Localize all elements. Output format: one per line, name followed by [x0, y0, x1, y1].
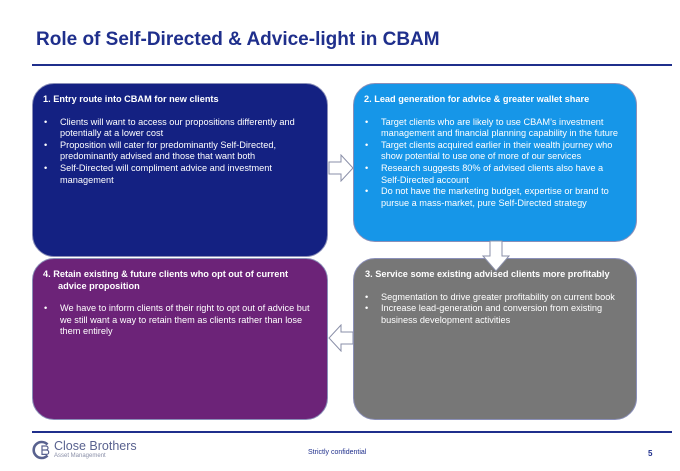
box-entry-route-list: Clients will want to access our proposit… — [43, 117, 313, 187]
arrow-right-icon — [328, 154, 354, 182]
confidentiality-label: Strictly confidential — [308, 449, 367, 456]
close-brothers-logo-icon — [32, 440, 50, 460]
list-item: Clients will want to access our proposit… — [43, 117, 313, 140]
footer-divider — [32, 431, 672, 433]
box-service-existing-list: Segmentation to drive greater profitabil… — [364, 292, 622, 327]
list-item: Self-Directed will compliment advice and… — [43, 163, 313, 186]
list-item: Increase lead-generation and conversion … — [364, 303, 622, 326]
box-lead-generation: 2. Lead generation for advice & greater … — [353, 83, 637, 242]
box-retain-clients-list: We have to inform clients of their right… — [43, 303, 313, 338]
box-retain-clients: 4. Retain existing & future clients who … — [32, 258, 328, 420]
arrow-left-icon — [328, 324, 354, 352]
title-divider — [32, 64, 672, 66]
list-item: Proposition will cater for predominantly… — [43, 140, 313, 163]
list-item: Target clients who are likely to use CBA… — [364, 117, 622, 140]
logo-name: Close Brothers — [54, 439, 137, 453]
page-number: 5 — [648, 449, 653, 458]
box-lead-generation-heading: 2. Lead generation for advice & greater … — [364, 94, 590, 104]
box-lead-generation-list: Target clients who are likely to use CBA… — [364, 117, 622, 210]
slide-title: Role of Self-Directed & Advice-light in … — [36, 29, 440, 50]
box-service-existing-heading: 3. Service some existing advised clients… — [365, 269, 610, 279]
list-item: Segmentation to drive greater profitabil… — [364, 292, 622, 304]
list-item: Do not have the marketing budget, expert… — [364, 186, 622, 209]
list-item: Research suggests 80% of advised clients… — [364, 163, 622, 186]
box-retain-clients-heading: 4. Retain existing & future clients who … — [43, 269, 289, 291]
list-item: Target clients acquired earlier in their… — [364, 140, 622, 163]
logo-subtitle: Asset Management — [54, 453, 106, 459]
box-entry-route: 1. Entry route into CBAM for new clients… — [32, 83, 328, 257]
list-item: We have to inform clients of their right… — [43, 303, 313, 338]
arrow-down-icon — [482, 240, 510, 272]
box-entry-route-heading: 1. Entry route into CBAM for new clients — [43, 94, 219, 104]
box-service-existing: 3. Service some existing advised clients… — [353, 258, 637, 420]
